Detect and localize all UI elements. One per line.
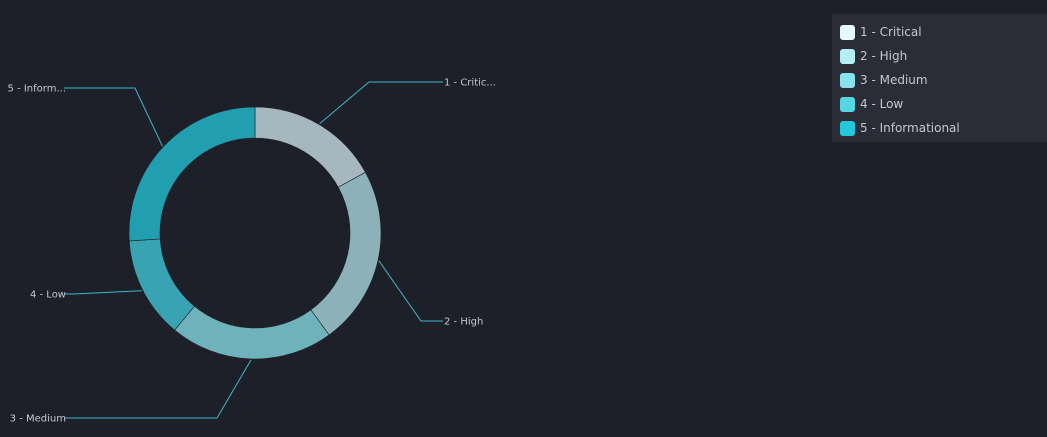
- legend-item-2[interactable]: 2 - High: [840, 44, 1047, 68]
- legend-label: 3 - Medium: [860, 73, 928, 87]
- legend-item-3[interactable]: 3 - Medium: [840, 68, 1047, 92]
- callout-label-2: 2 - High: [444, 317, 483, 328]
- legend-swatch: [840, 24, 855, 40]
- donut-slice-1[interactable]: [254, 106, 366, 188]
- legend-swatch: [840, 72, 855, 88]
- legend-swatch: [840, 120, 855, 136]
- donut-callouts: 1 - Critic... 2 - High 3 - Medium 4 - Low 5 …: [8, 78, 496, 425]
- donut-slice-4[interactable]: [128, 238, 195, 331]
- donut-slice-3[interactable]: [174, 305, 330, 360]
- callout-label-3: 3 - Medium: [10, 414, 66, 425]
- callout-line-1: [319, 81, 443, 125]
- legend-item-1[interactable]: 1 - Critical: [840, 20, 1047, 44]
- chart-legend: 1 - Critical 2 - High 3 - Medium 4 - Low 5 -…: [832, 14, 1047, 142]
- callout-line-2: [378, 260, 443, 322]
- legend-item-4[interactable]: 4 - Low: [840, 92, 1047, 116]
- legend-label: 5 - Informational: [860, 121, 960, 135]
- legend-swatch: [840, 48, 855, 64]
- callout-label-1: 1 - Critic...: [444, 78, 496, 89]
- donut-slice-5[interactable]: [128, 106, 256, 242]
- callout-label-5: 5 - Inform...: [8, 84, 66, 95]
- donut-slices: [128, 106, 382, 360]
- callout-line-4: [64, 290, 142, 295]
- callout-line-5: [64, 87, 163, 147]
- legend-label: 2 - High: [860, 49, 908, 63]
- callout-label-4: 4 - Low: [30, 290, 66, 301]
- legend-swatch: [840, 96, 855, 112]
- legend-label: 1 - Critical: [860, 25, 922, 39]
- legend-label: 4 - Low: [860, 97, 904, 111]
- donut-slice-2[interactable]: [310, 171, 382, 336]
- callout-line-3: [64, 359, 252, 419]
- legend-item-5[interactable]: 5 - Informational: [840, 116, 1047, 140]
